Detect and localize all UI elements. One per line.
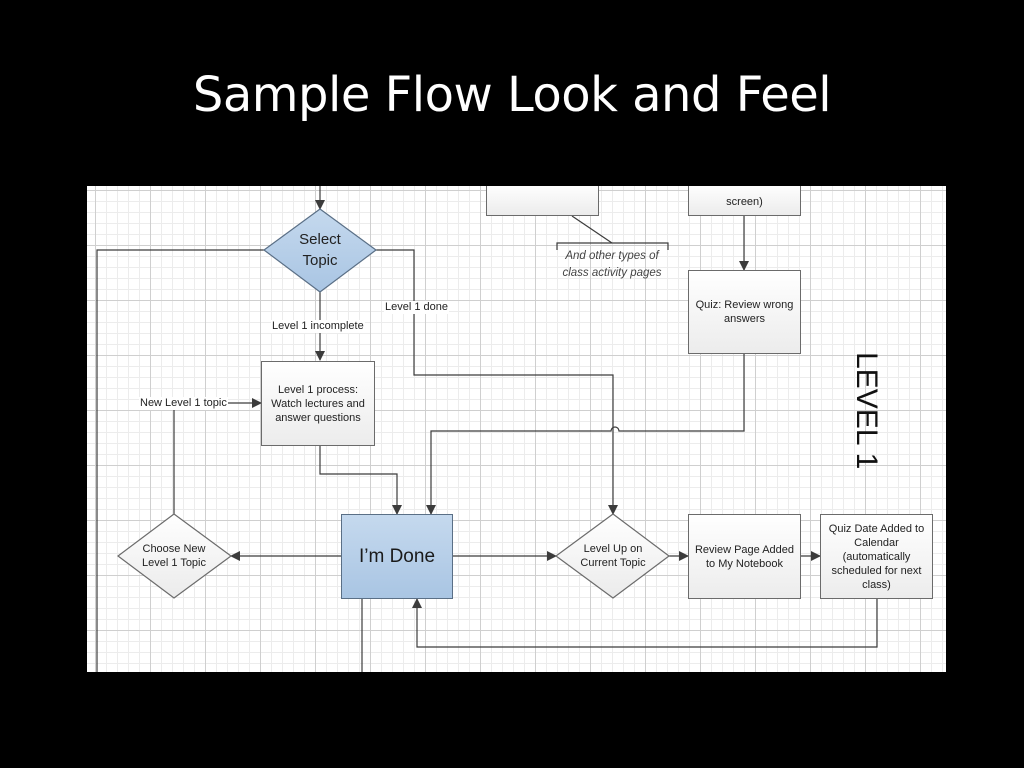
level-1-section-label: LEVEL 1 xyxy=(850,352,883,470)
edge-label-new-level1-topic: New Level 1 topic xyxy=(139,397,228,410)
activity-pages-note: And other types of class activity pages xyxy=(562,250,662,279)
note-bracket xyxy=(556,242,669,250)
edge-process-to-done xyxy=(319,446,402,515)
select-topic-shape xyxy=(262,208,378,293)
edge-quiz-to-done xyxy=(426,354,745,515)
partial-screen-box: screen) xyxy=(688,186,801,216)
choose-new-label: Choose New Level 1 Topic xyxy=(141,543,206,569)
flowchart-canvas: screen) Select Topic Choose New Level 1 … xyxy=(87,186,946,672)
edge-label-level1-incomplete: Level 1 incomplete xyxy=(271,320,365,333)
edge-quizdate-to-done xyxy=(412,598,878,648)
level-up-shape xyxy=(554,513,670,599)
flowchart-connectors xyxy=(96,186,878,672)
edge-select-to-levelup xyxy=(376,249,618,515)
choose-new-shape xyxy=(117,513,233,599)
quiz-review-box: Quiz: Review wrong answers xyxy=(688,270,801,354)
edge-label-level1-done: Level 1 done xyxy=(384,301,449,314)
edge-choose-to-process xyxy=(173,398,262,514)
im-done-box: I’m Done xyxy=(341,514,453,599)
level1-process-box: Level 1 process: Watch lectures and answ… xyxy=(261,361,375,446)
slide-title: Sample Flow Look and Feel xyxy=(192,67,832,123)
level-up-label: Level Up on Current Topic xyxy=(580,543,646,569)
partial-activity-box xyxy=(486,186,599,216)
edge-select-left-branch xyxy=(96,249,264,672)
note-leader xyxy=(571,215,613,244)
partial-screen-text: screen) xyxy=(726,196,763,208)
quiz-date-box: Quiz Date Added to Calendar (automatical… xyxy=(820,514,933,599)
review-page-box: Review Page Added to My Notebook xyxy=(688,514,801,599)
select-topic-label: Select Topic xyxy=(299,231,341,269)
